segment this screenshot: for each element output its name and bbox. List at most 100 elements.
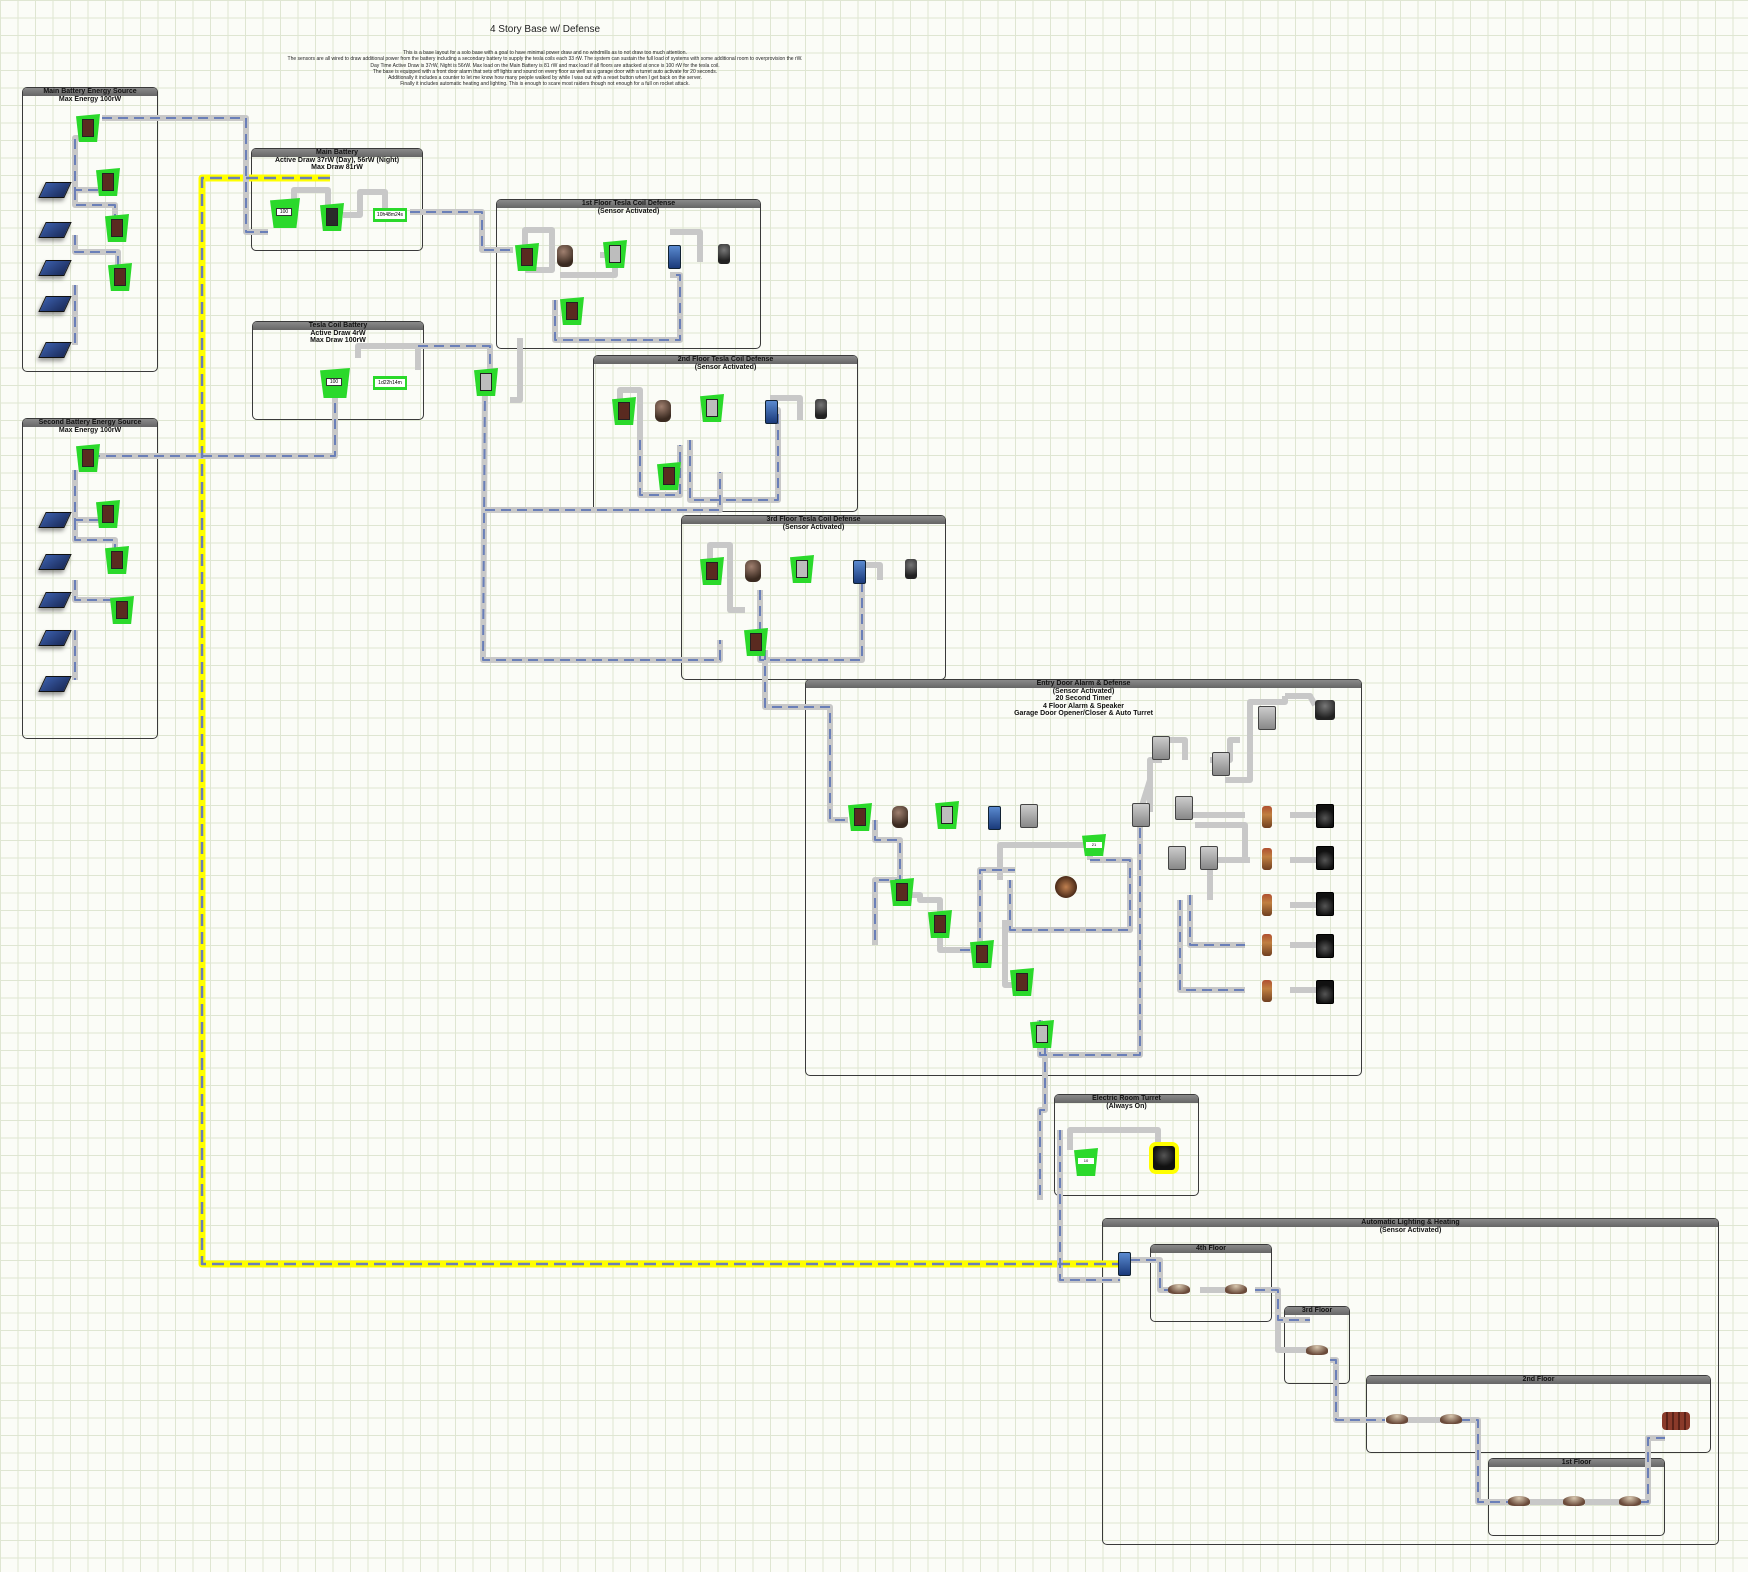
wire[interactable] xyxy=(862,562,883,580)
power-splitter[interactable] xyxy=(890,878,914,906)
group-1st-floor[interactable]: 1st Floor xyxy=(1488,1458,1665,1536)
speaker-icon[interactable] xyxy=(1316,804,1334,828)
power-switch[interactable] xyxy=(603,240,627,268)
speaker-icon[interactable] xyxy=(1316,980,1334,1004)
wire[interactable] xyxy=(997,842,1093,880)
wire[interactable] xyxy=(554,274,681,341)
power-splitter[interactable] xyxy=(744,628,768,656)
wire[interactable] xyxy=(485,472,721,511)
wire[interactable] xyxy=(1067,1127,1161,1155)
wire[interactable] xyxy=(410,209,513,253)
ceiling-light-icon[interactable] xyxy=(1225,1284,1247,1294)
auto-turret-icon[interactable] xyxy=(1315,700,1335,720)
wire[interactable] xyxy=(670,229,703,262)
hbhf-sensor-icon[interactable] xyxy=(765,400,778,424)
xor-switch-icon[interactable] xyxy=(1200,846,1218,870)
wire[interactable] xyxy=(355,343,421,370)
wire[interactable] xyxy=(759,570,863,661)
wire[interactable] xyxy=(960,869,1015,951)
wire[interactable] xyxy=(762,650,848,823)
siren-icon[interactable] xyxy=(1262,848,1272,870)
power-splitter[interactable] xyxy=(928,910,952,938)
wire[interactable] xyxy=(1187,895,1245,948)
siren-icon[interactable] xyxy=(1262,806,1272,828)
wire[interactable] xyxy=(90,370,336,457)
wire[interactable] xyxy=(1460,1417,1510,1505)
ceiling-light-icon[interactable] xyxy=(1508,1496,1530,1506)
hbhf-sensor-icon[interactable] xyxy=(1118,1252,1131,1276)
siren-icon[interactable] xyxy=(1262,894,1272,916)
ceiling-light-icon[interactable] xyxy=(1619,1496,1641,1506)
wire[interactable] xyxy=(1640,1437,1665,1503)
heater-icon[interactable] xyxy=(1662,1412,1690,1430)
group-2nd-floor[interactable]: 2nd Floor xyxy=(1366,1375,1711,1453)
group-2nd-floor-defense[interactable]: 2nd Floor Tesla Coil Defense(Sensor Acti… xyxy=(593,355,858,512)
hbhf-sensor-icon[interactable] xyxy=(853,560,866,584)
wire[interactable] xyxy=(410,211,513,251)
main-battery-timer[interactable]: 10h48m24s xyxy=(373,208,407,222)
door-controller-icon[interactable] xyxy=(1020,804,1038,828)
power-splitter[interactable] xyxy=(848,803,872,831)
ceiling-light-icon[interactable] xyxy=(1168,1284,1190,1294)
timer-switch-icon[interactable] xyxy=(1175,796,1193,820)
wire[interactable] xyxy=(1179,900,1245,991)
wire[interactable] xyxy=(485,472,723,513)
wire[interactable] xyxy=(522,227,555,273)
blocker-icon[interactable] xyxy=(1258,706,1276,730)
wire[interactable] xyxy=(1460,1419,1510,1503)
wire[interactable] xyxy=(1330,1359,1385,1421)
wire[interactable] xyxy=(1039,1030,1046,1200)
counter-icon[interactable]: 21 xyxy=(1082,834,1106,856)
and-switch-icon[interactable] xyxy=(1132,803,1150,827)
wire[interactable] xyxy=(1009,859,1131,931)
siren-icon[interactable] xyxy=(1262,934,1272,956)
group-4th-floor[interactable]: 4th Floor xyxy=(1150,1244,1272,1322)
wire[interactable] xyxy=(418,345,491,375)
tesla-head-icon[interactable] xyxy=(718,244,730,264)
speaker-icon[interactable] xyxy=(1316,934,1334,958)
tesla-branch-switch[interactable] xyxy=(474,368,498,396)
wire[interactable] xyxy=(343,189,388,218)
wire[interactable] xyxy=(1255,1287,1310,1323)
wire[interactable] xyxy=(1137,760,1153,813)
siren-icon[interactable] xyxy=(1262,980,1272,1002)
wire[interactable] xyxy=(1330,1357,1385,1423)
wire[interactable] xyxy=(90,370,338,459)
or-switch-icon[interactable] xyxy=(1168,846,1186,870)
group-3rd-floor[interactable]: 3rd Floor xyxy=(1284,1306,1350,1384)
ceiling-light-icon[interactable] xyxy=(1306,1345,1328,1355)
wire[interactable] xyxy=(900,892,960,953)
reset-switch-icon[interactable] xyxy=(1152,736,1170,760)
solar-splitter[interactable] xyxy=(76,114,100,142)
solar-splitter[interactable] xyxy=(96,168,120,196)
power-switch[interactable] xyxy=(1030,1020,1054,1048)
wire[interactable] xyxy=(764,650,848,821)
group-entry-door-alarm[interactable]: Entry Door Alarm & Defense(Sensor Activa… xyxy=(805,679,1362,1076)
wire[interactable] xyxy=(102,117,268,233)
ceiling-light-icon[interactable] xyxy=(1386,1414,1408,1424)
wire[interactable] xyxy=(874,820,901,945)
power-splitter[interactable] xyxy=(970,940,994,968)
wire[interactable] xyxy=(1255,1289,1310,1321)
tesla-battery-timer[interactable]: 1d22h14m xyxy=(373,376,407,390)
power-switch[interactable] xyxy=(790,555,814,583)
solar-splitter[interactable] xyxy=(110,596,134,624)
hbhf-sensor-icon[interactable] xyxy=(988,806,1001,830)
power-switch[interactable] xyxy=(700,394,724,422)
main-battery-splitter[interactable] xyxy=(320,203,344,231)
power-splitter[interactable] xyxy=(612,397,636,425)
wire[interactable] xyxy=(1640,1435,1665,1505)
tesla-coil-icon[interactable] xyxy=(892,806,908,828)
solar-splitter[interactable] xyxy=(105,214,129,242)
tesla-head-icon[interactable] xyxy=(815,399,827,419)
wire[interactable] xyxy=(482,384,721,661)
speaker-icon[interactable] xyxy=(1316,846,1334,870)
group-electric-room-turret[interactable]: Electric Room Turret(Always On) xyxy=(1054,1094,1199,1196)
wire[interactable] xyxy=(1275,1320,1315,1353)
wire[interactable] xyxy=(1285,693,1318,707)
ceiling-light-icon[interactable] xyxy=(1563,1496,1585,1506)
tesla-head-icon[interactable] xyxy=(905,559,917,579)
